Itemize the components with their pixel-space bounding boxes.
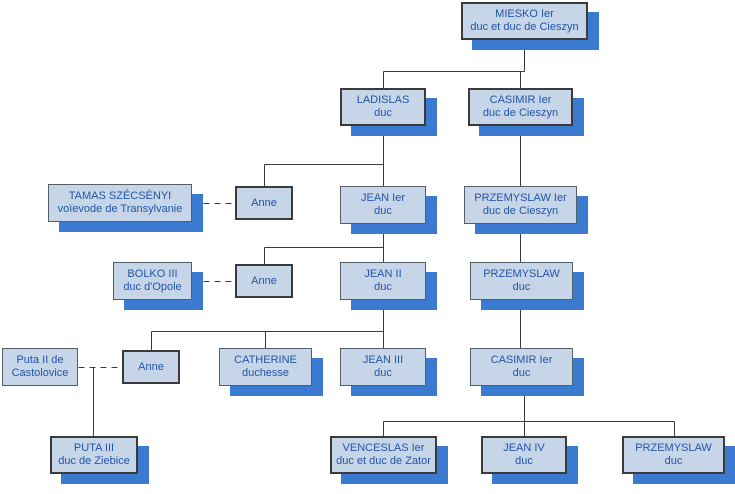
person-name: TAMAS SZÉCSÉNYI [68,190,172,202]
person-title: duc [512,281,531,293]
person-title: duc de Cieszyn [482,205,559,217]
person-title: duchesse [241,367,290,379]
person-box-anne-1[interactable]: Anne [235,186,293,220]
person-box-anne-2[interactable]: Anne [235,264,293,298]
person-name: Anne [138,360,164,373]
person-title: duc et duc de Zator [336,455,431,467]
person-name: VENCESLAS Ier [342,442,425,454]
person-title: duc [512,367,531,379]
person-name: PRZEMYSLAW Ier [474,192,567,204]
person-name: Anne [251,196,277,209]
person-name: Puta II de [16,354,64,366]
person-name: JEAN III [362,354,404,366]
person-title: duc et duc de Cieszyn [470,21,579,33]
person-title: duc [374,107,392,119]
person-title: duc de Ziebice [58,455,130,467]
person-title: duc [664,455,683,467]
person-box-anne-3[interactable]: Anne [122,350,180,384]
person-name: JEAN II [364,268,402,280]
person-name: JEAN IV [503,442,545,454]
person-name: PUTA III [73,442,115,454]
person-name: JEAN Ier [360,192,405,204]
person-title: duc [374,281,392,293]
person-name: CASIMIR Ier [489,94,552,106]
person-name: LADISLAS [356,94,410,106]
person-title: duc [374,205,392,217]
person-name: CATHERINE [234,354,297,366]
person-title: Castolovice [11,367,69,379]
person-name: CASIMIR Ier [490,354,553,366]
person-name: MIESKO Ier [495,8,554,20]
person-name: Anne [251,274,277,287]
person-title: duc de Cieszyn [482,107,559,119]
person-title: voïevode de Transylvanie [57,203,183,215]
person-title: duc d'Opole [123,281,182,293]
person-title: duc [374,367,392,379]
person-name: BOLKO III [127,268,178,280]
person-title: duc [515,455,533,467]
person-name: PRZEMYSLAW [635,442,712,454]
person-name: PRZEMYSLAW [483,268,560,280]
